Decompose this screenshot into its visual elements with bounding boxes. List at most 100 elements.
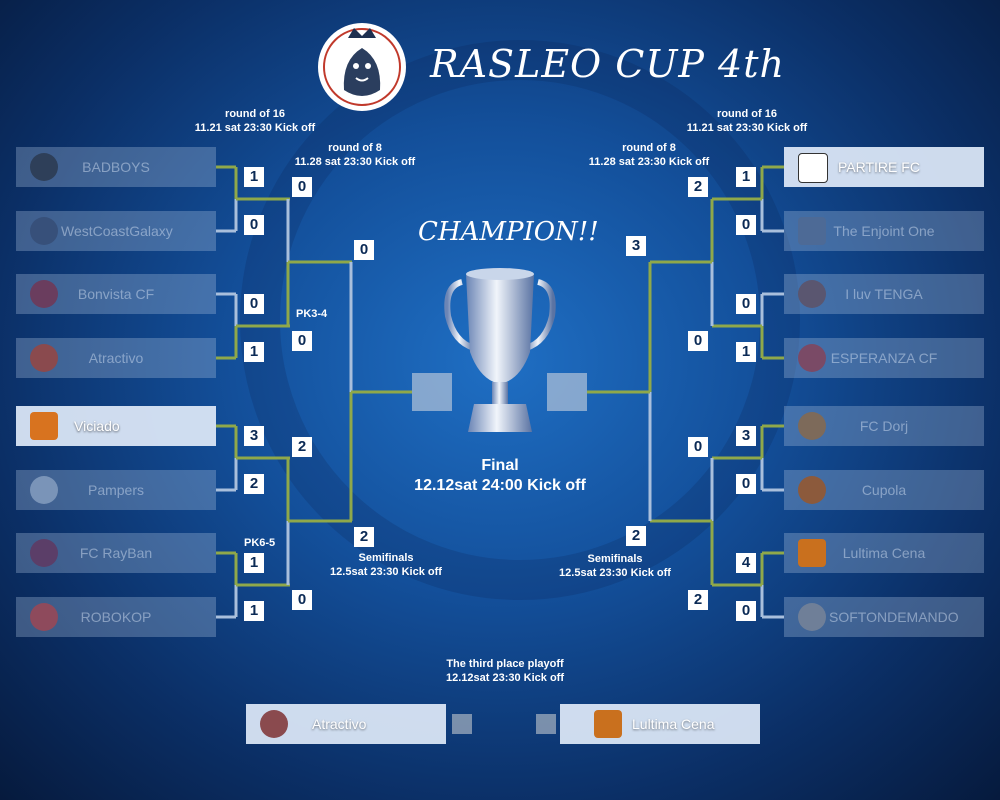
- third-place-slot-left: [452, 714, 472, 734]
- score-box: 0: [244, 215, 264, 235]
- score-box: 1: [244, 601, 264, 621]
- score-box: 2: [354, 527, 374, 547]
- trophy-icon: [444, 268, 556, 432]
- score-box: 0: [688, 331, 708, 351]
- team-name: I luv TENGA: [845, 286, 923, 302]
- team-logo-icon: [30, 217, 58, 245]
- team-name: ESPERANZA CF: [830, 350, 938, 366]
- third-place-slot-right: [536, 714, 556, 734]
- team-logo-icon: [30, 280, 58, 308]
- team-logo-icon: [30, 344, 58, 372]
- team-name: BADBOYS: [82, 159, 150, 175]
- team-name: Viciado: [74, 418, 120, 434]
- team-logo-icon: [30, 603, 58, 631]
- score-box: 4: [736, 553, 756, 573]
- team-tile[interactable]: BADBOYS: [16, 147, 216, 187]
- score-box: 3: [244, 426, 264, 446]
- final-title: Final: [481, 457, 519, 474]
- team-logo-icon: [30, 476, 58, 504]
- team-tile[interactable]: Cupola: [784, 470, 984, 510]
- score-box: 2: [626, 526, 646, 546]
- final-slot-right: [547, 373, 587, 411]
- team-name: PARTIRE FC: [838, 159, 920, 175]
- score-box: 2: [244, 474, 264, 494]
- team-logo-icon: [594, 710, 622, 738]
- team-name: SOFTONDEMANDO: [829, 609, 959, 625]
- third-place-team-right[interactable]: Lultima Cena: [560, 704, 760, 744]
- team-logo-icon: [798, 412, 826, 440]
- league-emblem-icon: [318, 23, 406, 111]
- team-logo-icon: [30, 539, 58, 567]
- page-title: RASLEO CUP 4th: [430, 42, 785, 86]
- score-box: 2: [292, 437, 312, 457]
- team-name: Cupola: [861, 482, 907, 498]
- team-name: Pampers: [87, 482, 145, 498]
- team-tile[interactable]: FC RayBan: [16, 533, 216, 573]
- team-logo-icon: [798, 153, 828, 183]
- team-name: Lultima Cena: [632, 716, 715, 732]
- team-name: Lultima Cena: [842, 545, 926, 561]
- score-box: 0: [688, 437, 708, 457]
- team-tile[interactable]: WestCoastGalaxy: [16, 211, 216, 251]
- score-box: 0: [736, 294, 756, 314]
- team-tile[interactable]: Lultima Cena: [784, 533, 984, 573]
- team-logo-icon: [30, 412, 58, 440]
- team-tile[interactable]: The Enjoint One: [784, 211, 984, 251]
- score-box: 0: [736, 474, 756, 494]
- team-tile[interactable]: SOFTONDEMANDO: [784, 597, 984, 637]
- team-name: Bonvista CF: [77, 286, 155, 302]
- team-tile[interactable]: PARTIRE FC: [784, 147, 984, 187]
- team-name: Atractivo: [312, 716, 367, 732]
- final-info: Final 12.12sat 24:00 Kick off: [380, 456, 620, 496]
- score-box: 1: [736, 342, 756, 362]
- final-slot-left: [412, 373, 452, 411]
- team-tile[interactable]: Pampers: [16, 470, 216, 510]
- team-tile[interactable]: Bonvista CF: [16, 274, 216, 314]
- score-box: 2: [688, 177, 708, 197]
- third-place-team-left[interactable]: Atractivo: [246, 704, 446, 744]
- team-logo-icon: [798, 344, 826, 372]
- team-logo-icon: [798, 217, 826, 245]
- score-box: 0: [292, 331, 312, 351]
- team-tile[interactable]: ESPERANZA CF: [784, 338, 984, 378]
- score-box: 0: [736, 601, 756, 621]
- team-tile[interactable]: ROBOKOP: [16, 597, 216, 637]
- team-name: The Enjoint One: [833, 223, 935, 239]
- team-name: WestCoastGalaxy: [61, 223, 173, 239]
- team-logo-icon: [798, 539, 826, 567]
- score-box: 0: [292, 590, 312, 610]
- final-kickoff: 12.12sat 24:00 Kick off: [414, 477, 586, 494]
- team-logo-icon: [30, 153, 58, 181]
- team-tile[interactable]: I luv TENGA: [784, 274, 984, 314]
- score-box: 1: [736, 167, 756, 187]
- score-box: 1: [244, 342, 264, 362]
- team-name: FC Dorj: [859, 418, 909, 434]
- score-box: 0: [292, 177, 312, 197]
- team-name: Atractivo: [88, 350, 144, 366]
- team-name: ROBOKOP: [80, 609, 152, 625]
- team-tile[interactable]: Atractivo: [16, 338, 216, 378]
- score-box: 1: [244, 553, 264, 573]
- team-tile[interactable]: FC Dorj: [784, 406, 984, 446]
- team-tile[interactable]: Viciado: [16, 406, 216, 446]
- score-box: 1: [244, 167, 264, 187]
- score-box: 0: [244, 294, 264, 314]
- team-name: FC RayBan: [79, 545, 153, 561]
- score-box: 0: [736, 215, 756, 235]
- team-logo-icon: [260, 710, 288, 738]
- pk-label: PK6-5: [244, 537, 276, 549]
- team-logo-icon: [798, 280, 826, 308]
- champion-heading: CHAMPION!!: [418, 217, 599, 247]
- team-logo-icon: [798, 603, 826, 631]
- score-box: 0: [354, 240, 374, 260]
- score-box: 2: [688, 590, 708, 610]
